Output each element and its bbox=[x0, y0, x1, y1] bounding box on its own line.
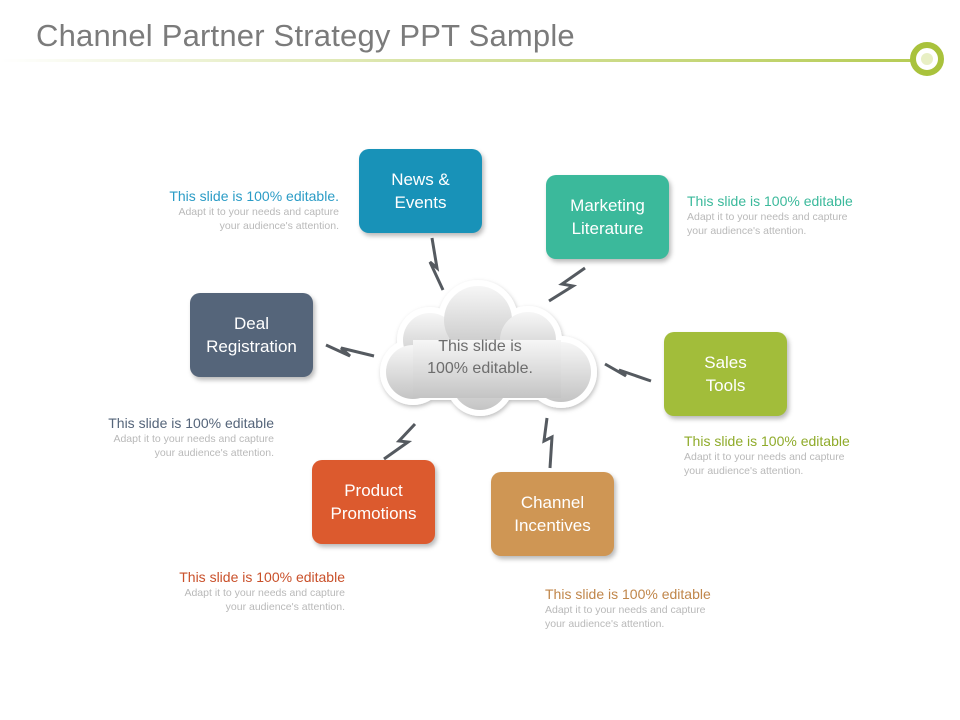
description-product: This slide is 100% editable Adapt it to … bbox=[140, 569, 345, 614]
node-product-promotions-label: Product Promotions bbox=[330, 481, 417, 523]
description-channel-heading: This slide is 100% editable bbox=[545, 586, 711, 602]
description-channel: This slide is 100% editable Adapt it to … bbox=[545, 586, 750, 631]
cloud-shape bbox=[380, 280, 597, 416]
node-sales-tools: Sales Tools bbox=[664, 332, 787, 416]
lightning-channel bbox=[542, 417, 554, 469]
lightning-marketing bbox=[548, 266, 586, 303]
description-deal-heading: This slide is 100% editable bbox=[108, 415, 274, 431]
node-deal-registration-label: Deal Registration bbox=[206, 314, 297, 356]
description-product-heading: This slide is 100% editable bbox=[179, 569, 345, 585]
lightning-deal bbox=[325, 343, 375, 358]
node-channel-incentives: Channel Incentives bbox=[491, 472, 614, 556]
node-channel-incentives-label: Channel Incentives bbox=[514, 493, 591, 535]
description-sales-body: Adapt it to your needs and capture your … bbox=[684, 451, 845, 477]
description-deal: This slide is 100% editable Adapt it to … bbox=[69, 415, 274, 460]
description-news-heading: This slide is 100% editable. bbox=[169, 188, 339, 204]
lightning-news bbox=[428, 237, 445, 291]
description-news-body: Adapt it to your needs and capture your … bbox=[178, 206, 339, 232]
description-channel-body: Adapt it to your needs and capture your … bbox=[545, 604, 706, 630]
node-sales-tools-label: Sales Tools bbox=[704, 353, 747, 395]
node-marketing-literature: Marketing Literature bbox=[546, 175, 669, 259]
description-marketing-body: Adapt it to your needs and capture your … bbox=[687, 211, 848, 237]
node-news-events: News & Events bbox=[359, 149, 482, 233]
description-deal-body: Adapt it to your needs and capture your … bbox=[113, 433, 274, 459]
description-product-body: Adapt it to your needs and capture your … bbox=[184, 587, 345, 613]
node-news-events-label: News & Events bbox=[391, 170, 450, 212]
description-sales: This slide is 100% editable Adapt it to … bbox=[684, 433, 889, 478]
description-marketing-heading: This slide is 100% editable bbox=[687, 193, 853, 209]
page-title: Channel Partner Strategy PPT Sample bbox=[36, 18, 575, 53]
cloud-center-text: This slide is 100% editable. bbox=[427, 338, 533, 377]
title-underline bbox=[0, 59, 920, 62]
description-sales-heading: This slide is 100% editable bbox=[684, 433, 850, 449]
title-ring-ornament bbox=[910, 42, 944, 76]
node-product-promotions: Product Promotions bbox=[312, 460, 435, 544]
lightning-connectors bbox=[325, 237, 652, 469]
description-marketing: This slide is 100% editable Adapt it to … bbox=[687, 193, 892, 238]
description-news: This slide is 100% editable. Adapt it to… bbox=[134, 188, 339, 233]
node-deal-registration: Deal Registration bbox=[190, 293, 313, 377]
lightning-sales bbox=[604, 362, 652, 383]
node-marketing-literature-label: Marketing Literature bbox=[570, 196, 645, 238]
lightning-product bbox=[383, 422, 417, 461]
